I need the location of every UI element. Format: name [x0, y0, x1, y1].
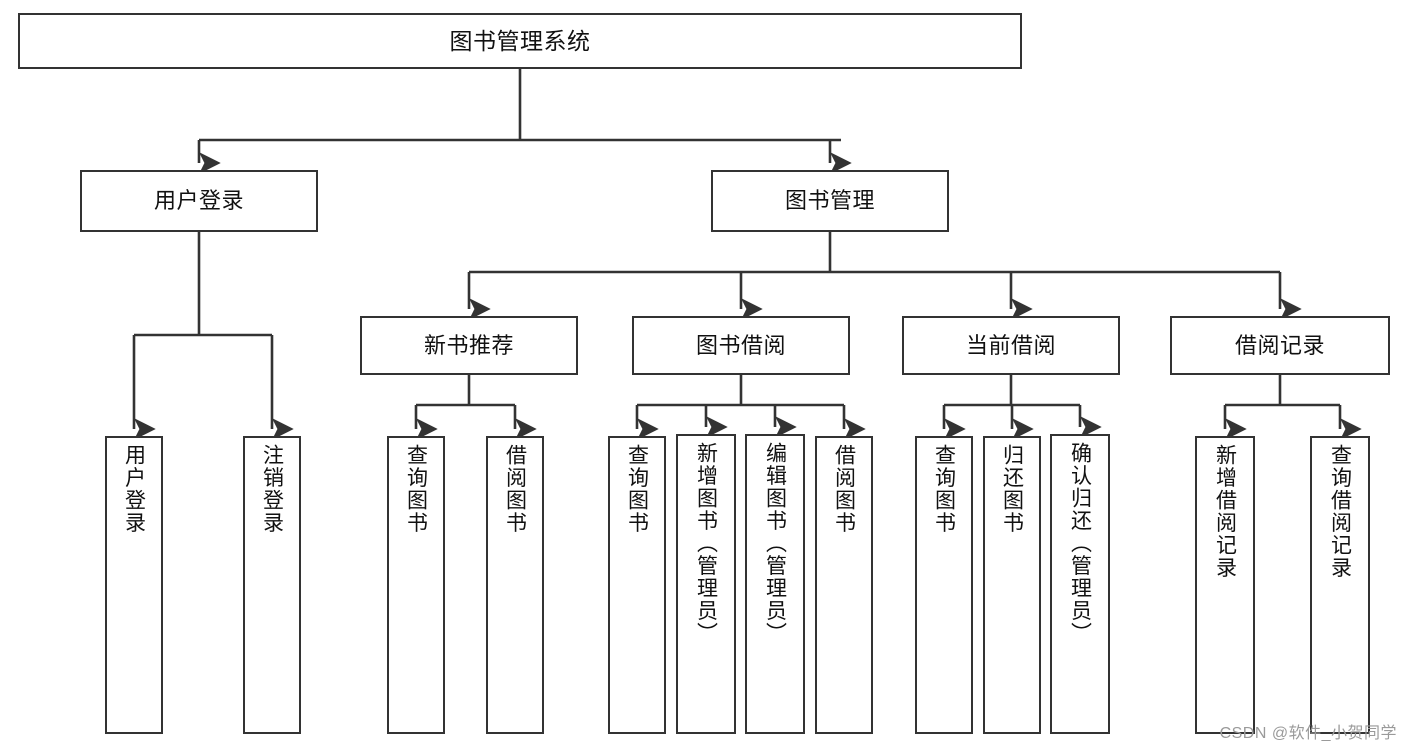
node-leaf-edit-book-admin[interactable]: 编辑图书（管理员） [745, 434, 805, 734]
node-label: 新书推荐 [423, 332, 514, 358]
node-label: 新增借阅记录 [1213, 444, 1237, 579]
node-label: 新增图书（管理员） [694, 442, 718, 645]
node-label: 编辑图书（管理员） [763, 442, 787, 645]
node-leaf-query-book-current[interactable]: 查询图书 [915, 436, 973, 734]
node-label: 查询图书 [404, 444, 428, 534]
node-leaf-user-logout[interactable]: 注销登录 [243, 436, 301, 734]
node-borrow-record[interactable]: 借阅记录 [1170, 316, 1390, 375]
node-leaf-query-book-recommend[interactable]: 查询图书 [387, 436, 445, 734]
node-root-system[interactable]: 图书管理系统 [18, 13, 1022, 69]
node-user-login[interactable]: 用户登录 [80, 170, 318, 232]
node-label: 图书管理系统 [449, 27, 591, 54]
node-current-borrow[interactable]: 当前借阅 [902, 316, 1120, 375]
csdn-watermark: CSDN @软件_小贺同学 [1219, 725, 1397, 742]
node-label: 确认归还（管理员） [1068, 442, 1092, 645]
node-leaf-query-book-borrow[interactable]: 查询图书 [608, 436, 666, 734]
node-label: 查询图书 [625, 444, 649, 534]
node-label: 借阅图书 [832, 444, 856, 534]
node-book-manage[interactable]: 图书管理 [711, 170, 949, 232]
node-label: 查询借阅记录 [1328, 444, 1352, 579]
node-leaf-user-login[interactable]: 用户登录 [105, 436, 163, 734]
node-label: 借阅记录 [1234, 332, 1325, 358]
node-leaf-return-book[interactable]: 归还图书 [983, 436, 1041, 734]
node-book-borrow[interactable]: 图书借阅 [632, 316, 850, 375]
node-new-book-recommend[interactable]: 新书推荐 [360, 316, 578, 375]
node-label: 借阅图书 [503, 444, 527, 534]
node-leaf-add-borrow-record[interactable]: 新增借阅记录 [1195, 436, 1255, 734]
node-label: 图书管理 [784, 188, 875, 214]
node-label: 归还图书 [1000, 444, 1024, 534]
node-leaf-confirm-return-admin[interactable]: 确认归还（管理员） [1050, 434, 1110, 734]
node-leaf-borrow-book-recommend[interactable]: 借阅图书 [486, 436, 544, 734]
node-leaf-add-book-admin[interactable]: 新增图书（管理员） [676, 434, 736, 734]
node-label: 注销登录 [260, 444, 284, 534]
node-leaf-query-borrow-record[interactable]: 查询借阅记录 [1310, 436, 1370, 734]
node-leaf-borrow-book[interactable]: 借阅图书 [815, 436, 873, 734]
node-label: 查询图书 [932, 444, 956, 534]
node-label: 当前借阅 [965, 332, 1056, 358]
node-label: 用户登录 [153, 188, 244, 214]
node-label: 图书借阅 [695, 332, 786, 358]
node-label: 用户登录 [122, 444, 146, 534]
